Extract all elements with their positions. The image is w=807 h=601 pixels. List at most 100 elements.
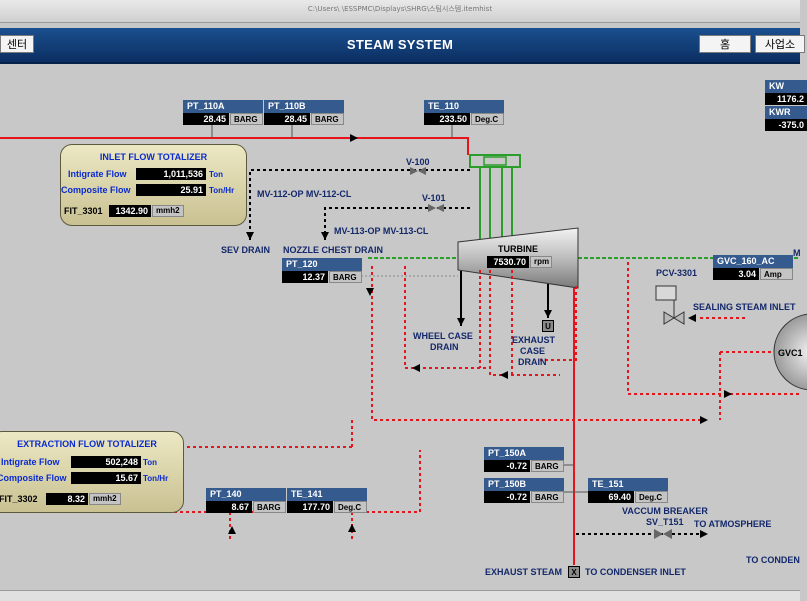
extraction-totalizer-title: EXTRACTION FLOW TOTALIZER [17, 439, 157, 449]
main-steam-line [0, 137, 469, 155]
inlet-fit-value: 1342.90 [109, 205, 151, 217]
center-button[interactable]: 센터 [0, 35, 34, 53]
page-header: 센터 STEAM SYSTEM 홈 사업소 [0, 28, 805, 64]
extraction-composite-value: 15.67 [71, 472, 141, 484]
to-atmosphere-label: TO ATMOSPHERE [694, 519, 772, 529]
inlet-intigrate-unit: Ton [209, 170, 224, 179]
inlet-composite-unit: Ton/Hr [209, 186, 235, 195]
exhaust-case-drain-label-3: DRAIN [518, 357, 547, 367]
extraction-intigrate-unit: Ton [143, 458, 158, 467]
exhaust-case-drain-label: EXHAUST [512, 335, 556, 345]
pt140-value: 8.67 [206, 501, 252, 513]
pt150a-unit: BARG [531, 460, 564, 472]
extraction-composite-label: Composite Flow [0, 473, 67, 483]
to-condenser-label: TO CONDEN [746, 555, 800, 565]
to-condenser-inlet-label: TO CONDENSER INLET [585, 567, 686, 577]
inlet-flow-totalizer: INLET FLOW TOTALIZER Intigrate Flow 1,01… [60, 144, 247, 226]
extraction-fit-label: FIT_3302 [0, 494, 38, 504]
home-button[interactable]: 홈 [699, 35, 751, 53]
pt110a-tag[interactable]: PT_110A 28.45 BARG [183, 100, 263, 126]
extraction-fit-unit: mmh2 [89, 493, 121, 505]
pt120-name: PT_120 [282, 258, 362, 271]
pt150b-value: -0.72 [484, 491, 530, 503]
pt120-unit: BARG [329, 271, 362, 283]
pt140-unit: BARG [253, 501, 286, 513]
u-indicator[interactable]: U [542, 320, 554, 332]
v100-valve [410, 167, 418, 175]
extraction-intigrate-value: 502,248 [71, 456, 141, 468]
extraction-composite-unit: Ton/Hr [143, 474, 169, 483]
pt110b-value: 28.45 [264, 113, 310, 125]
extraction-intigrate-label: Intigrate Flow [1, 457, 60, 467]
kwr-name: KWR [765, 106, 807, 119]
te151-tag[interactable]: TE_151 69.40 Deg.C [588, 478, 668, 504]
inlet-fit-unit: mmh2 [152, 205, 184, 217]
te141-name: TE_141 [287, 488, 367, 501]
sev-drain-label: SEV DRAIN [221, 245, 271, 255]
gvc160-value: 3.04 [713, 268, 759, 280]
site-button[interactable]: 사업소 [755, 35, 805, 53]
kwr-value: -375.0 [765, 119, 807, 131]
mv112-label: MV-112-OP MV-112-CL [257, 189, 352, 199]
te110-unit: Deg.C [471, 113, 504, 125]
v101-valve [428, 204, 436, 212]
turbine-speed-unit: rpm [530, 256, 552, 268]
kw-name: KW [765, 80, 807, 93]
inlet-totalizer-title: INLET FLOW TOTALIZER [99, 152, 208, 162]
nozzle-chest-drain-label: NOZZLE CHEST DRAIN [283, 245, 383, 255]
gvc160-name: GVC_160_AC [713, 255, 793, 268]
turbine-label: TURBINE [498, 244, 538, 254]
pcv3301-actuator [655, 285, 677, 301]
pt150b-name: PT_150B [484, 478, 564, 491]
x-indicator[interactable]: X [568, 566, 580, 578]
inlet-intigrate-label: Intigrate Flow [68, 169, 127, 179]
pt110a-value: 28.45 [183, 113, 229, 125]
te110-value: 233.50 [424, 113, 470, 125]
pt110b-name: PT_110B [264, 100, 344, 113]
window-titlebar: C:\Users\ \ESSPMC\Displays\SHRG\스팀시스템.it… [0, 0, 800, 23]
window-title: C:\Users\ \ESSPMC\Displays\SHRG\스팀시스템.it… [307, 5, 493, 13]
gvc160-tag[interactable]: GVC_160_AC 3.04 Amp [713, 255, 793, 281]
pt140-tag[interactable]: PT_140 8.67 BARG [206, 488, 286, 514]
te151-value: 69.40 [588, 491, 634, 503]
pt150b-unit: BARG [531, 491, 564, 503]
pt110b-tag[interactable]: PT_110B 28.45 BARG [264, 100, 344, 126]
pt140-name: PT_140 [206, 488, 286, 501]
flow-arrow [350, 134, 358, 142]
extraction-flow-totalizer: EXTRACTION FLOW TOTALIZER Intigrate Flow… [0, 431, 184, 513]
kw-value: 1176.2 [765, 93, 807, 105]
inlet-composite-label: Composite Flow [61, 185, 131, 195]
gvc160-unit: Amp [760, 268, 793, 280]
wheel-case-drain-label: WHEEL CASE [413, 331, 473, 341]
kw-tag[interactable]: KW 1176.2 [765, 80, 807, 106]
pt150b-tag[interactable]: PT_150B -0.72 BARG [484, 478, 564, 504]
te110-tag[interactable]: TE_110 233.50 Deg.C [424, 100, 504, 126]
pt150a-tag[interactable]: PT_150A -0.72 BARG [484, 447, 564, 473]
page-title: STEAM SYSTEM [346, 37, 454, 52]
pt150a-name: PT_150A [484, 447, 564, 460]
v100-label: V-100 [406, 157, 430, 167]
gvc-tank-label: GVC1 [778, 348, 803, 358]
mv113-label: MV-113-OP MV-113-CL [334, 226, 429, 236]
v101-label: V-101 [422, 193, 446, 203]
bottom-bar [0, 590, 800, 601]
pt110b-unit: BARG [311, 113, 344, 125]
te141-value: 177.70 [287, 501, 333, 513]
m-label: M [793, 248, 801, 258]
pt120-tag[interactable]: PT_120 12.37 BARG [282, 258, 362, 284]
sv-t151-label: SV_T151 [646, 517, 684, 527]
exhaust-case-drain-label-2: CASE [520, 346, 546, 356]
pt150a-value: -0.72 [484, 460, 530, 472]
pt110a-name: PT_110A [183, 100, 263, 113]
vacuum-breaker-label: VACCUM BREAKER [622, 506, 708, 516]
kwr-tag[interactable]: KWR -375.0 [765, 106, 807, 132]
inlet-intigrate-value: 1,011,536 [136, 168, 206, 180]
te110-name: TE_110 [424, 100, 504, 113]
te141-tag[interactable]: TE_141 177.70 Deg.C [287, 488, 367, 514]
te141-unit: Deg.C [334, 501, 367, 513]
sealing-steam-inlet-label: SEALING STEAM INLET [693, 302, 796, 312]
pt110a-unit: BARG [230, 113, 263, 125]
extraction-fit-value: 8.32 [46, 493, 88, 505]
wheel-case-drain-label-2: DRAIN [430, 342, 459, 352]
exhaust-steam-label: EXHAUST STEAM [485, 567, 563, 577]
